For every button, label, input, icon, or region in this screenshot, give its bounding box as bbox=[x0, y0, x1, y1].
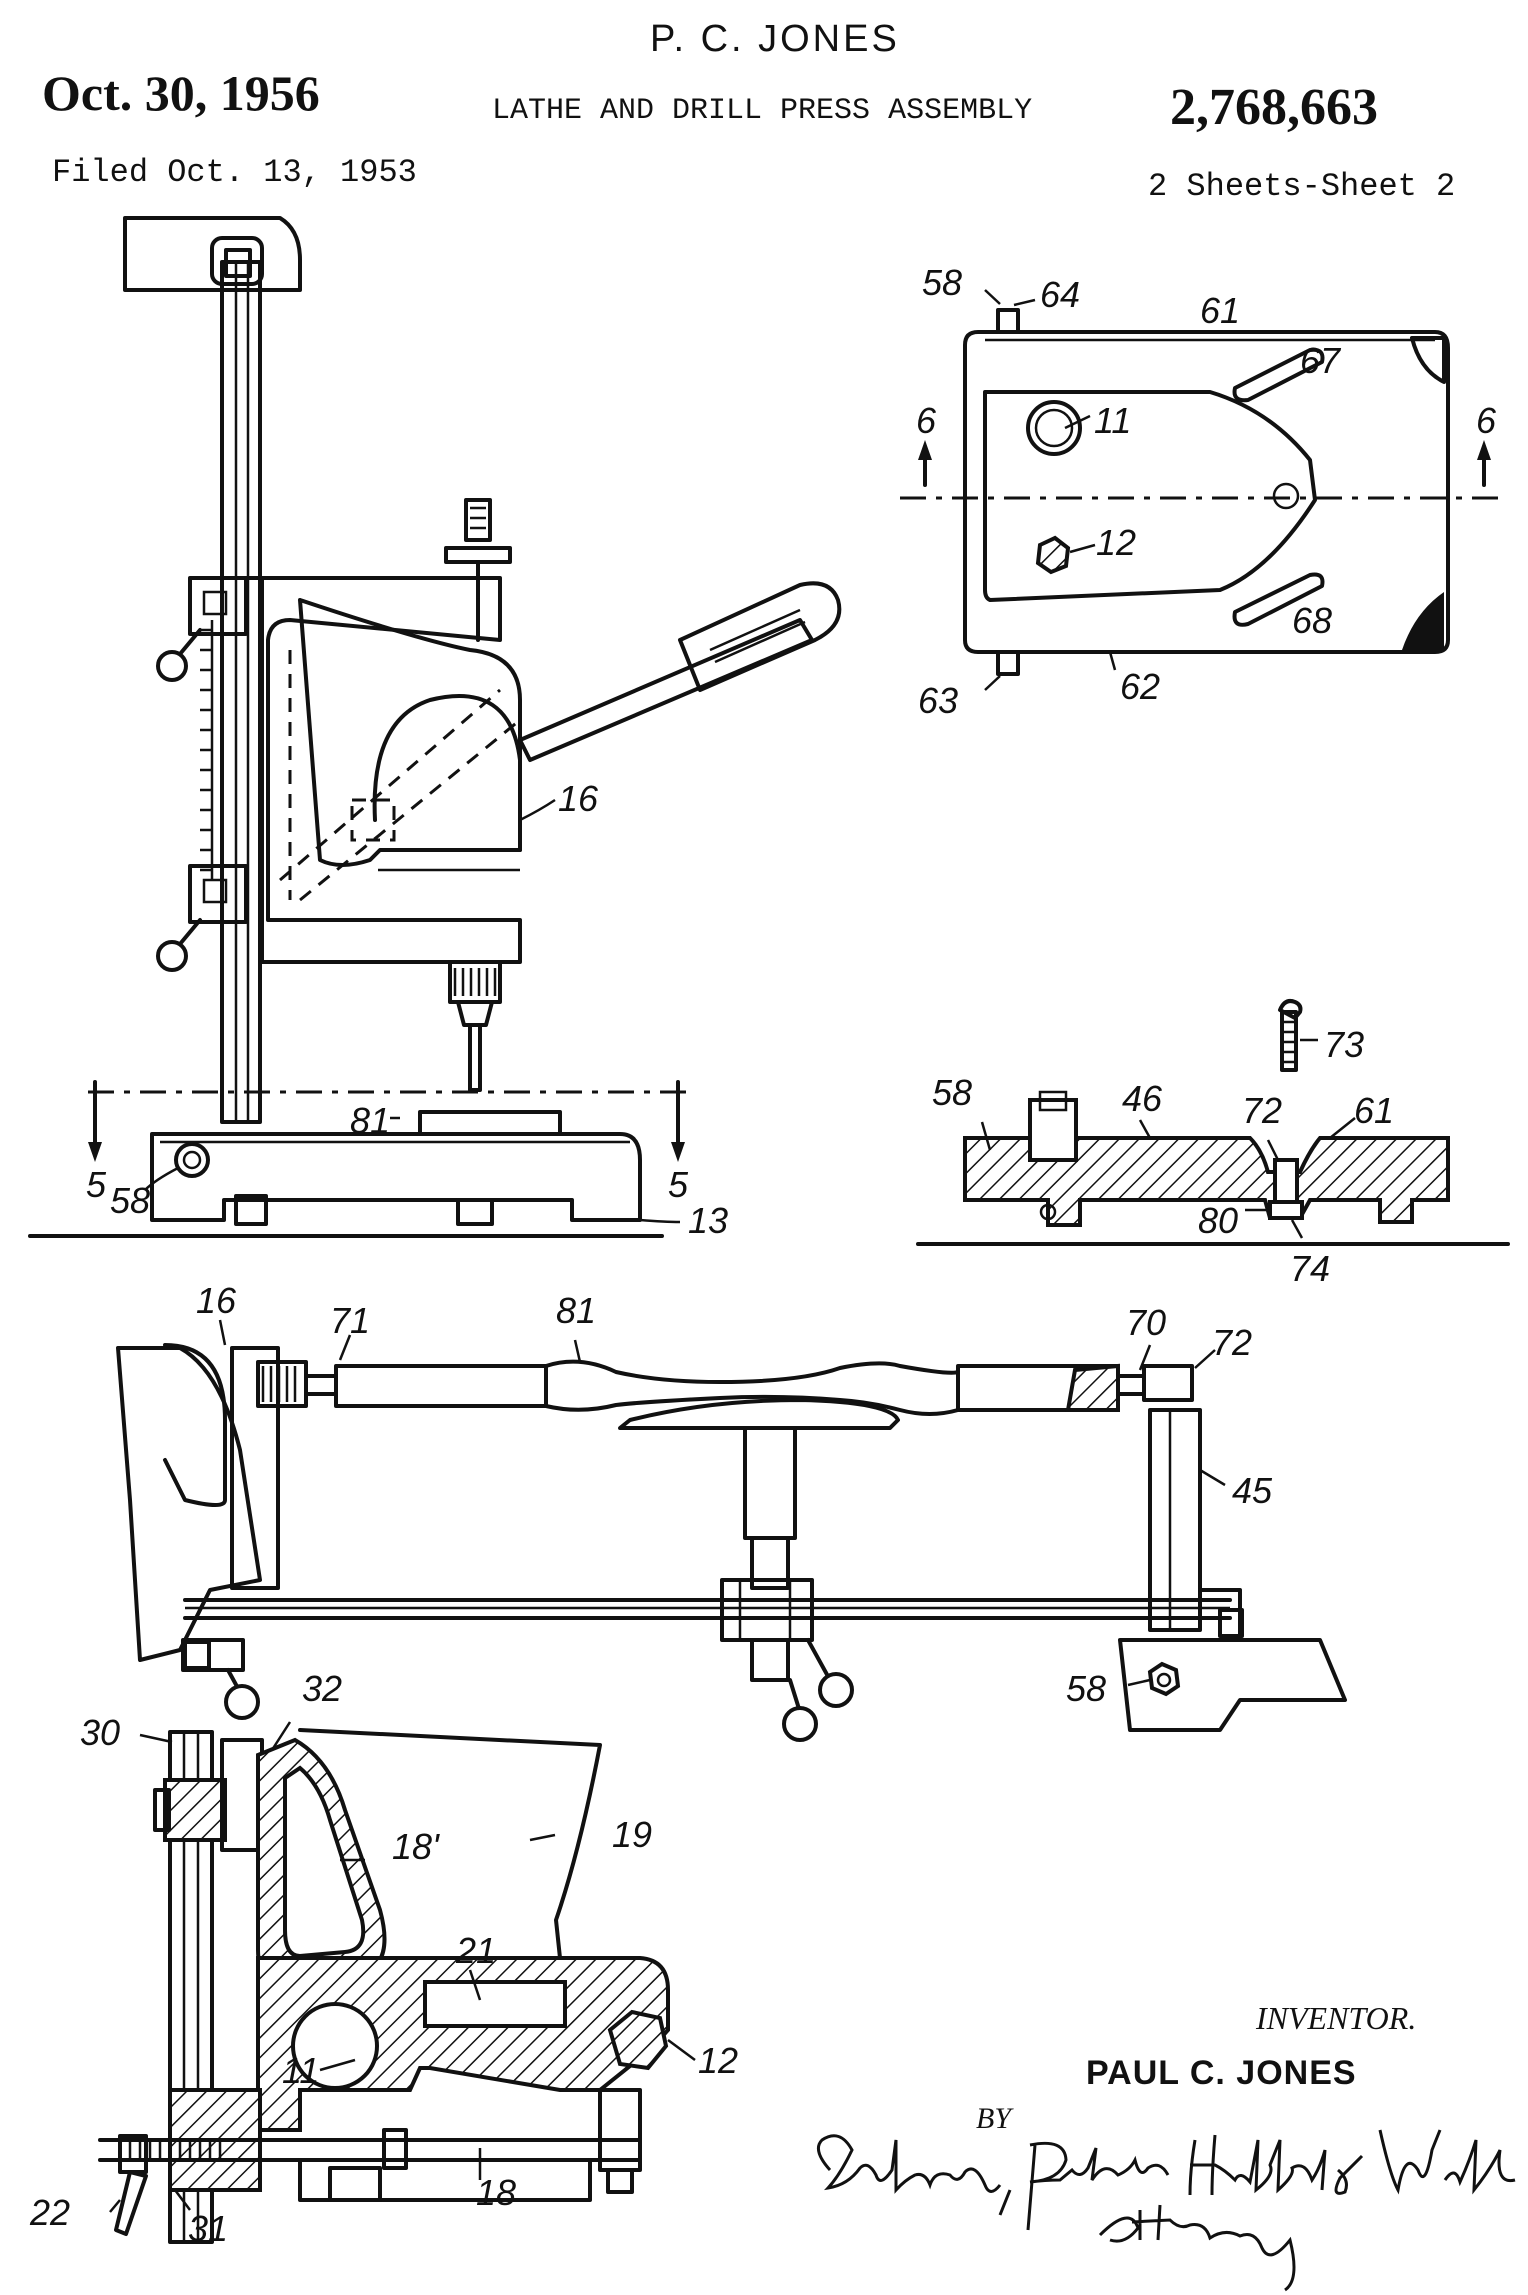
ref-label: 46 bbox=[1122, 1078, 1163, 1119]
patent-number: 2,768,663 bbox=[1170, 79, 1378, 136]
ref-label: 81 bbox=[556, 1290, 597, 1331]
section-view-figure bbox=[916, 999, 1510, 1246]
ref-label: 12 bbox=[698, 2040, 739, 2081]
signature-block: INVENTOR. PAUL C. JONES BY bbox=[800, 1990, 1520, 2290]
ref-label: 31 bbox=[188, 2208, 229, 2249]
ref-label: 62 bbox=[1120, 666, 1161, 707]
sheet-count: 2 Sheets-Sheet 2 bbox=[1148, 168, 1456, 205]
ref-label: 80 bbox=[1198, 1200, 1239, 1241]
drill-press-figure bbox=[28, 216, 842, 1238]
ref-label: 21 bbox=[456, 1930, 497, 1971]
patent-date: Oct. 30, 1956 bbox=[42, 65, 320, 121]
ref-label: 6 bbox=[1476, 400, 1497, 441]
ref-label: 68 bbox=[1292, 600, 1333, 641]
ref-label: 5 bbox=[668, 1164, 689, 1205]
by-label: BY bbox=[976, 2102, 1012, 2135]
ref-label: 74 bbox=[1290, 1248, 1331, 1289]
ref-label: 22 bbox=[30, 2192, 71, 2233]
patent-header: P. C. JONES Oct. 30, 1956 LATHE AND DRIL… bbox=[0, 0, 1528, 220]
ref-label: 58 bbox=[932, 1072, 973, 1113]
inventor-name-header: P. C. JONES bbox=[650, 18, 900, 60]
ref-label: 13 bbox=[688, 1200, 729, 1241]
rack-teeth bbox=[200, 620, 214, 880]
ref-label: 67 bbox=[1300, 340, 1341, 381]
ref-label: 19 bbox=[612, 1814, 653, 1855]
ref-label: 30 bbox=[80, 1712, 121, 1753]
ref-label: 71 bbox=[330, 1300, 371, 1341]
ref-label: 73 bbox=[1324, 1024, 1365, 1065]
ref-label: 16 bbox=[558, 778, 599, 819]
ref-label: 64 bbox=[1040, 274, 1081, 315]
ref-label: 70 bbox=[1126, 1302, 1167, 1343]
ref-label: 16 bbox=[196, 1280, 237, 1321]
lathe-figure bbox=[116, 1319, 1347, 1742]
ref-label: 58 bbox=[922, 262, 963, 303]
ref-label: 11 bbox=[282, 2050, 320, 2091]
ref-label: 72 bbox=[1212, 1322, 1253, 1363]
ref-label: 58 bbox=[1066, 1668, 1107, 1709]
ref-label: 63 bbox=[918, 680, 959, 721]
attorney-signature bbox=[816, 2129, 1516, 2292]
ref-label: 58 bbox=[110, 1180, 151, 1221]
ref-label: 11 bbox=[1094, 400, 1132, 441]
filed-date: Filed Oct. 13, 1953 bbox=[52, 154, 417, 191]
ref-label: 61 bbox=[1200, 290, 1241, 331]
ref-label: 12 bbox=[1096, 522, 1137, 563]
ref-label: 72 bbox=[1242, 1090, 1283, 1131]
ref-label: 81 bbox=[350, 1100, 391, 1141]
inventor-full-name: PAUL C. JONES bbox=[1086, 2054, 1357, 2092]
ref-label: 6 bbox=[916, 400, 937, 441]
inventor-heading: INVENTOR. bbox=[1256, 2000, 1417, 2036]
ref-label: 45 bbox=[1232, 1470, 1273, 1511]
ref-label: 18' bbox=[392, 1826, 439, 1867]
patent-title: LATHE AND DRILL PRESS ASSEMBLY bbox=[492, 94, 1033, 128]
ref-label: 32 bbox=[302, 1668, 343, 1709]
ref-label: 18 bbox=[476, 2172, 517, 2213]
ref-label: 61 bbox=[1354, 1090, 1395, 1131]
ref-label: 5 bbox=[86, 1164, 107, 1205]
clamp-section-figure bbox=[98, 1721, 696, 2244]
top-view-figure bbox=[900, 289, 1508, 691]
